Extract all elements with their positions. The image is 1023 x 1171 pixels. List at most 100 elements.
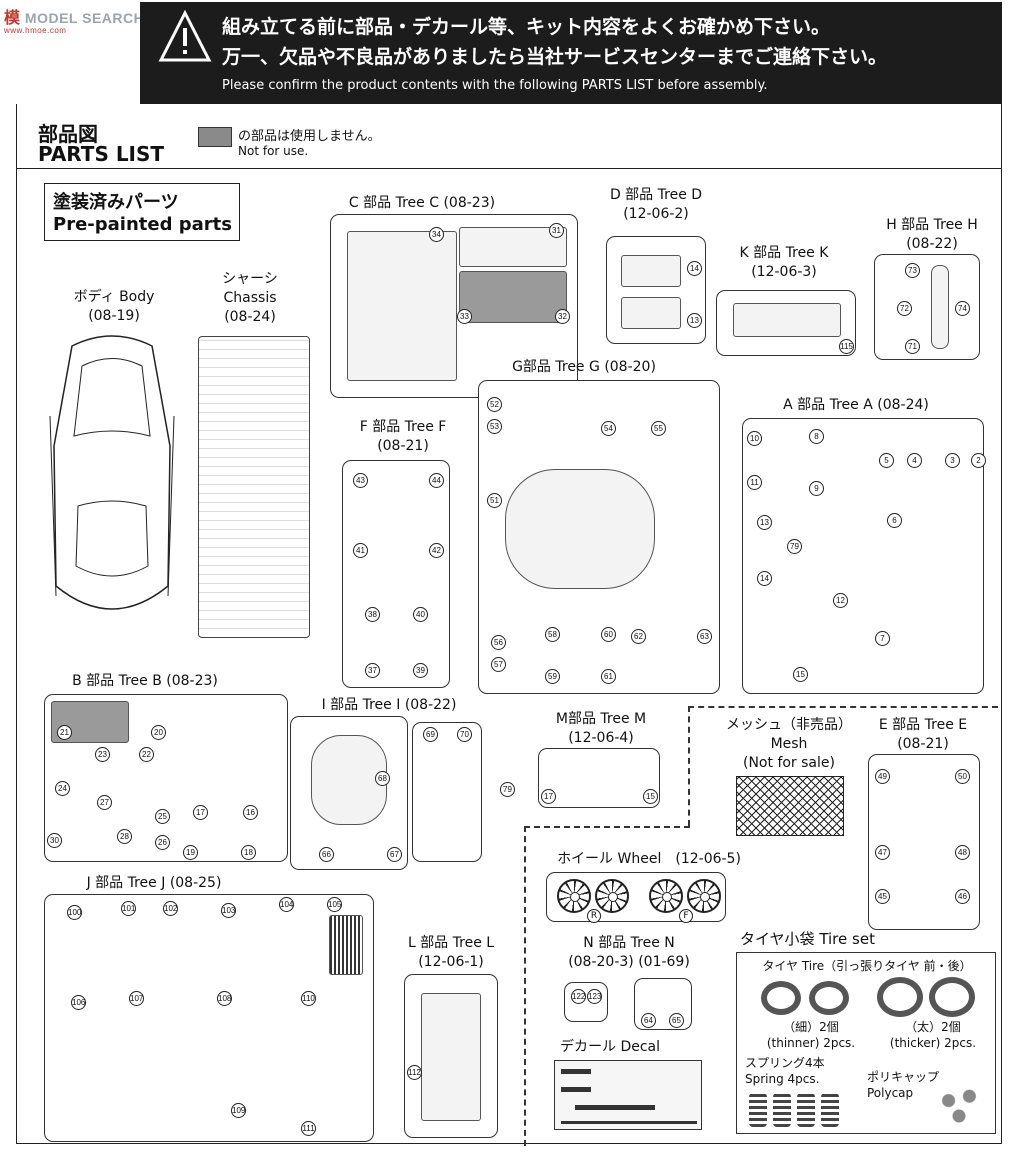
part-number: 79 (500, 782, 515, 797)
part-number: 25 (155, 809, 170, 824)
dashed-divider-vertical (688, 706, 690, 826)
body-drawing (49, 335, 175, 610)
tree-m: 17 15 (538, 748, 660, 808)
part-number: 26 (155, 835, 170, 850)
part-shape (311, 735, 387, 825)
part-number: 3 (945, 453, 960, 468)
decal-sheet (554, 1060, 702, 1130)
wheel-tree: R F (546, 872, 726, 923)
part-number: 64 (641, 1013, 656, 1028)
part-number: 60 (601, 627, 616, 642)
part-number: 70 (457, 727, 472, 742)
part-number: 111 (301, 1121, 316, 1136)
tree-c-label: C 部品 Tree C (08-23) (348, 195, 496, 211)
part-number: 102 (163, 901, 178, 916)
part-shape (931, 265, 949, 349)
tree-n-left: 122 123 (564, 982, 608, 1022)
page-title-en: PARTS LIST (38, 142, 165, 166)
part-number: 79 (787, 539, 802, 554)
parts-frame (16, 104, 1002, 1144)
part-number: 40 (413, 607, 428, 622)
banner-line-2: 万一、欠品や不良品がありましたら当社サービスセンターまでご連絡下さい。 (222, 46, 888, 68)
part-number: 106 (71, 995, 86, 1010)
not-for-use-jp: の部品は使用しません。 (238, 129, 381, 144)
page-title-jp: 部品図 (38, 122, 98, 146)
part-number: 14 (687, 261, 702, 276)
tree-n-right: 64 65 (634, 978, 692, 1030)
part-number: 17 (193, 805, 208, 820)
part-number: 9 (809, 481, 824, 496)
polycap-icon (933, 1083, 985, 1127)
spring-icon (773, 1093, 791, 1127)
part-number: 20 (151, 725, 166, 740)
tire-icon (877, 977, 923, 1017)
part-number: 2 (971, 453, 986, 468)
tree-g-label: G部品 Tree G (08-20) (512, 359, 656, 375)
tree-b-label: B 部品 Tree B (08-23) (72, 673, 218, 689)
part-shape (621, 297, 681, 329)
part-number: 5 (879, 453, 894, 468)
part-number: 107 (129, 991, 144, 1006)
part-shape (459, 271, 567, 323)
spring-icon (821, 1093, 839, 1127)
part-number: 101 (121, 901, 136, 916)
part-number: 123 (587, 989, 602, 1004)
part-number: 42 (429, 543, 444, 558)
banner-line-3: Please confirm the product contents with… (222, 78, 768, 93)
spring-icon (797, 1093, 815, 1127)
part-number: 7 (875, 631, 890, 646)
part-number: 21 (57, 725, 72, 740)
part-number: 53 (487, 419, 502, 434)
part-number: 115 (839, 339, 854, 354)
tree-b: 21 20 23 22 24 27 25 26 28 30 17 16 19 1… (44, 694, 288, 862)
wheel-icon (557, 879, 591, 913)
part-number: 43 (353, 473, 368, 488)
part-number: 33 (457, 309, 472, 324)
watermark: 模 MODEL SEARCH www.hmoe.com (4, 10, 145, 35)
part-number: 28 (117, 829, 132, 844)
rear-marker: R (587, 909, 601, 923)
part-number: 63 (697, 629, 712, 644)
part-number: 19 (183, 845, 198, 860)
wheel-icon (649, 879, 683, 913)
tire-icon (929, 977, 975, 1017)
part-number: 74 (955, 301, 970, 316)
part-number: 57 (491, 657, 506, 672)
tree-h-label: H 部品 Tree H(08-22) (886, 217, 978, 252)
part-number: 39 (413, 663, 428, 678)
not-for-use-en: Not for use. (238, 144, 309, 158)
part-number: 6 (887, 513, 902, 528)
part-number: 17 (541, 789, 556, 804)
part-number: 65 (669, 1013, 684, 1028)
part-shape (621, 255, 681, 287)
part-number: 37 (365, 663, 380, 678)
part-number: 58 (545, 627, 560, 642)
divider (16, 168, 1002, 169)
part-number: 68 (375, 771, 390, 786)
banner-line-1: 組み立てる前に部品・デカール等、キット内容をよくお確かめ下さい。 (222, 16, 831, 38)
part-number: 11 (747, 475, 762, 490)
mesh-label: メッシュ（非売品）Mesh(Not for sale) (726, 717, 852, 771)
part-number: 14 (757, 571, 772, 586)
part-number: 8 (809, 429, 824, 444)
wheel-label: ホイール Wheel (12-06-5) (557, 851, 741, 867)
tree-l-label: L 部品 Tree L(12-06-1) (407, 935, 495, 970)
part-number: 16 (243, 805, 258, 820)
part-number: 105 (327, 897, 342, 912)
part-number: 44 (429, 473, 444, 488)
warning-banner: 組み立てる前に部品・デカール等、キット内容をよくお確かめ下さい。 万一、欠品や不… (140, 2, 1002, 104)
tree-i-label: I 部品 Tree I (08-22) (321, 697, 457, 713)
tree-d: 14 13 (606, 236, 706, 344)
part-number: 67 (387, 847, 402, 862)
body-label: ボディ Body(08-19) (73, 289, 155, 324)
part-number: 30 (47, 833, 62, 848)
tree-h: 73 72 71 74 (874, 254, 980, 360)
part-number: 47 (875, 845, 890, 860)
not-for-use-swatch (198, 127, 232, 147)
part-number: 52 (487, 397, 502, 412)
part-number: 15 (643, 789, 658, 804)
tire-set-title: タイヤ小袋 Tire set (740, 930, 875, 948)
tree-d-label: D 部品 Tree D(12-06-2) (609, 187, 703, 222)
part-number: 108 (217, 991, 232, 1006)
